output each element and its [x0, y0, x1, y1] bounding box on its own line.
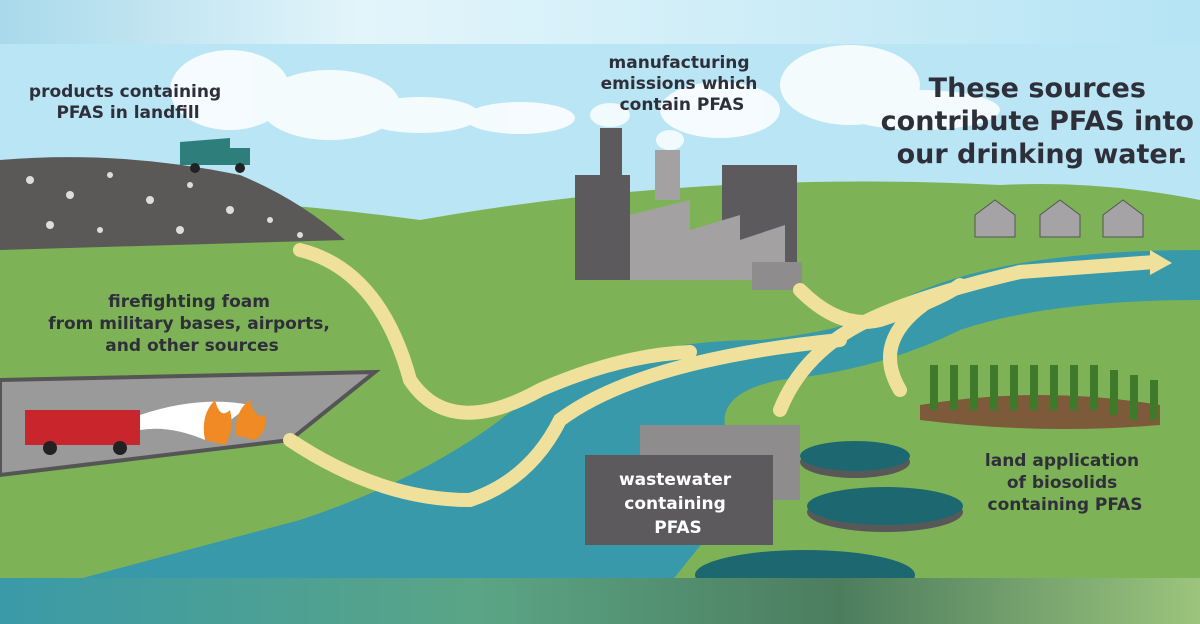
landfill-label: products containing PFAS in landfill [29, 82, 227, 123]
garbage-truck-icon [180, 138, 250, 173]
wastewater-label: wastewater containing PFAS [619, 470, 737, 538]
firefighting-label: firefighting foam from military bases, a… [48, 292, 336, 356]
crops [920, 365, 1160, 429]
fire-truck-icon [25, 410, 140, 455]
headline: These sources contribute PFAS into our d… [881, 73, 1200, 170]
clouds [170, 45, 1000, 140]
landfill [0, 157, 345, 250]
flow-arrows [283, 243, 1162, 508]
outflow-pipe [752, 262, 802, 290]
manufacturing-label: manufacturing emissions which contain PF… [601, 53, 764, 115]
foam-spray [140, 401, 250, 440]
houses [974, 199, 1144, 238]
arrow-head-icon [1150, 250, 1172, 275]
river [0, 250, 1200, 624]
fire-icon [203, 400, 266, 445]
wastewater-building [585, 455, 773, 545]
top-blur-band [0, 0, 1200, 44]
bottom-blur-band [0, 578, 1200, 624]
biosolids-label: land application of biosolids containing… [985, 451, 1145, 515]
